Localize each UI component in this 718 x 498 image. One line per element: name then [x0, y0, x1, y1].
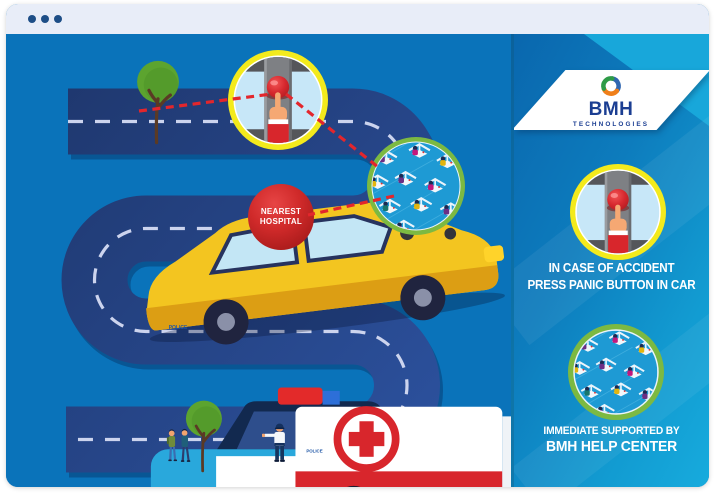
info-panel: BMH TECHNOLOGIES IN CASE OF ACCIDENT PRE…: [511, 34, 709, 487]
police-label: POLICE: [169, 325, 188, 331]
call-center-icon: [367, 137, 465, 235]
alert-connector-lines: [138, 92, 395, 217]
browser-chrome-bar: [6, 4, 709, 34]
panic-button-icon: [228, 50, 328, 150]
support-caption: IMMEDIATE SUPPORTED BY BMH HELP CENTER: [521, 424, 702, 457]
road-infographic: POLICE: [6, 34, 511, 487]
page-content: POLICE: [6, 34, 709, 487]
support-caption-line2: BMH HELP CENTER: [545, 438, 678, 456]
infographic-canvas: POLICE: [61, 50, 511, 487]
brand-subtitle: TECHNOLOGIES: [572, 120, 650, 128]
panic-caption-line2: PRESS PANIC BUTTON IN CAR: [527, 277, 696, 292]
nearest-hospital-badge: NEAREST HOSPITAL: [248, 184, 314, 250]
svg-text:HOSPITAL: HOSPITAL: [260, 217, 302, 226]
police-label: POLICE: [306, 449, 322, 454]
panic-button-icon: [570, 164, 666, 260]
help-center-icon: [568, 324, 664, 420]
window-control-dot[interactable]: [28, 15, 36, 23]
panic-caption: IN CASE OF ACCIDENT PRESS PANIC BUTTON I…: [521, 260, 702, 293]
svg-text:NEAREST: NEAREST: [261, 207, 301, 216]
browser-window: POLICE: [6, 4, 709, 487]
road-center-dashes: [66, 119, 409, 442]
window-control-dot[interactable]: [41, 15, 49, 23]
support-caption-line1: IMMEDIATE SUPPORTED BY: [543, 425, 680, 437]
panic-caption-line1: IN CASE OF ACCIDENT: [548, 261, 675, 275]
brand-banner: BMH TECHNOLOGIES: [514, 70, 709, 130]
bmh-logo-icon: [601, 75, 621, 96]
window-control-dot[interactable]: [54, 15, 62, 23]
brand-title: BMH: [588, 98, 634, 120]
